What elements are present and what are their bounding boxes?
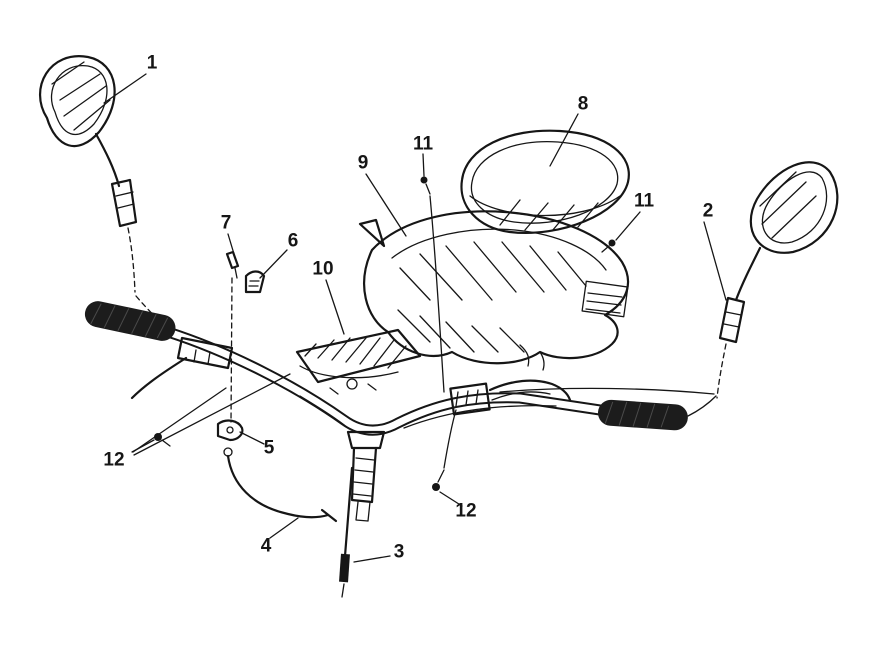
- steering-stem: [346, 430, 386, 522]
- callout-6: 6: [287, 230, 299, 252]
- callout-10: 10: [312, 258, 334, 280]
- screw-11-right: [601, 239, 616, 253]
- left-mirror: [38, 55, 171, 331]
- right-grip: [598, 399, 688, 431]
- handlebar: [162, 326, 606, 436]
- callout-5: 5: [263, 437, 275, 459]
- left-grip: [84, 301, 176, 341]
- callout-3: 3: [393, 541, 405, 563]
- left-lever: [130, 336, 234, 400]
- leader-lines: [103, 73, 727, 563]
- meter-assembly: [295, 328, 422, 395]
- callout-9: 9: [357, 152, 369, 174]
- handlebar-cover: [358, 210, 630, 371]
- right-mirror: [716, 161, 839, 399]
- throttle-cable: [223, 447, 338, 523]
- callout-2: 2: [702, 200, 714, 222]
- callout-1: 1: [146, 52, 158, 74]
- callout-4: 4: [260, 535, 272, 557]
- bracket-6: [244, 270, 266, 294]
- bolt-7: [225, 250, 240, 279]
- bolt-3: [339, 466, 354, 598]
- clamp-5: [216, 419, 244, 442]
- screw-12-left: [154, 433, 171, 447]
- callout-8: 8: [577, 93, 589, 115]
- right-lever: [449, 379, 572, 416]
- callout-12-left: 12: [103, 449, 125, 471]
- callout-12-right: 12: [455, 500, 477, 522]
- callout-11-right: 11: [633, 190, 655, 212]
- callout-11-top: 11: [412, 133, 434, 155]
- screw-12-right: [432, 469, 445, 491]
- screw-11-top: [420, 176, 431, 195]
- construction-lines: [230, 195, 717, 469]
- callout-7: 7: [220, 212, 232, 234]
